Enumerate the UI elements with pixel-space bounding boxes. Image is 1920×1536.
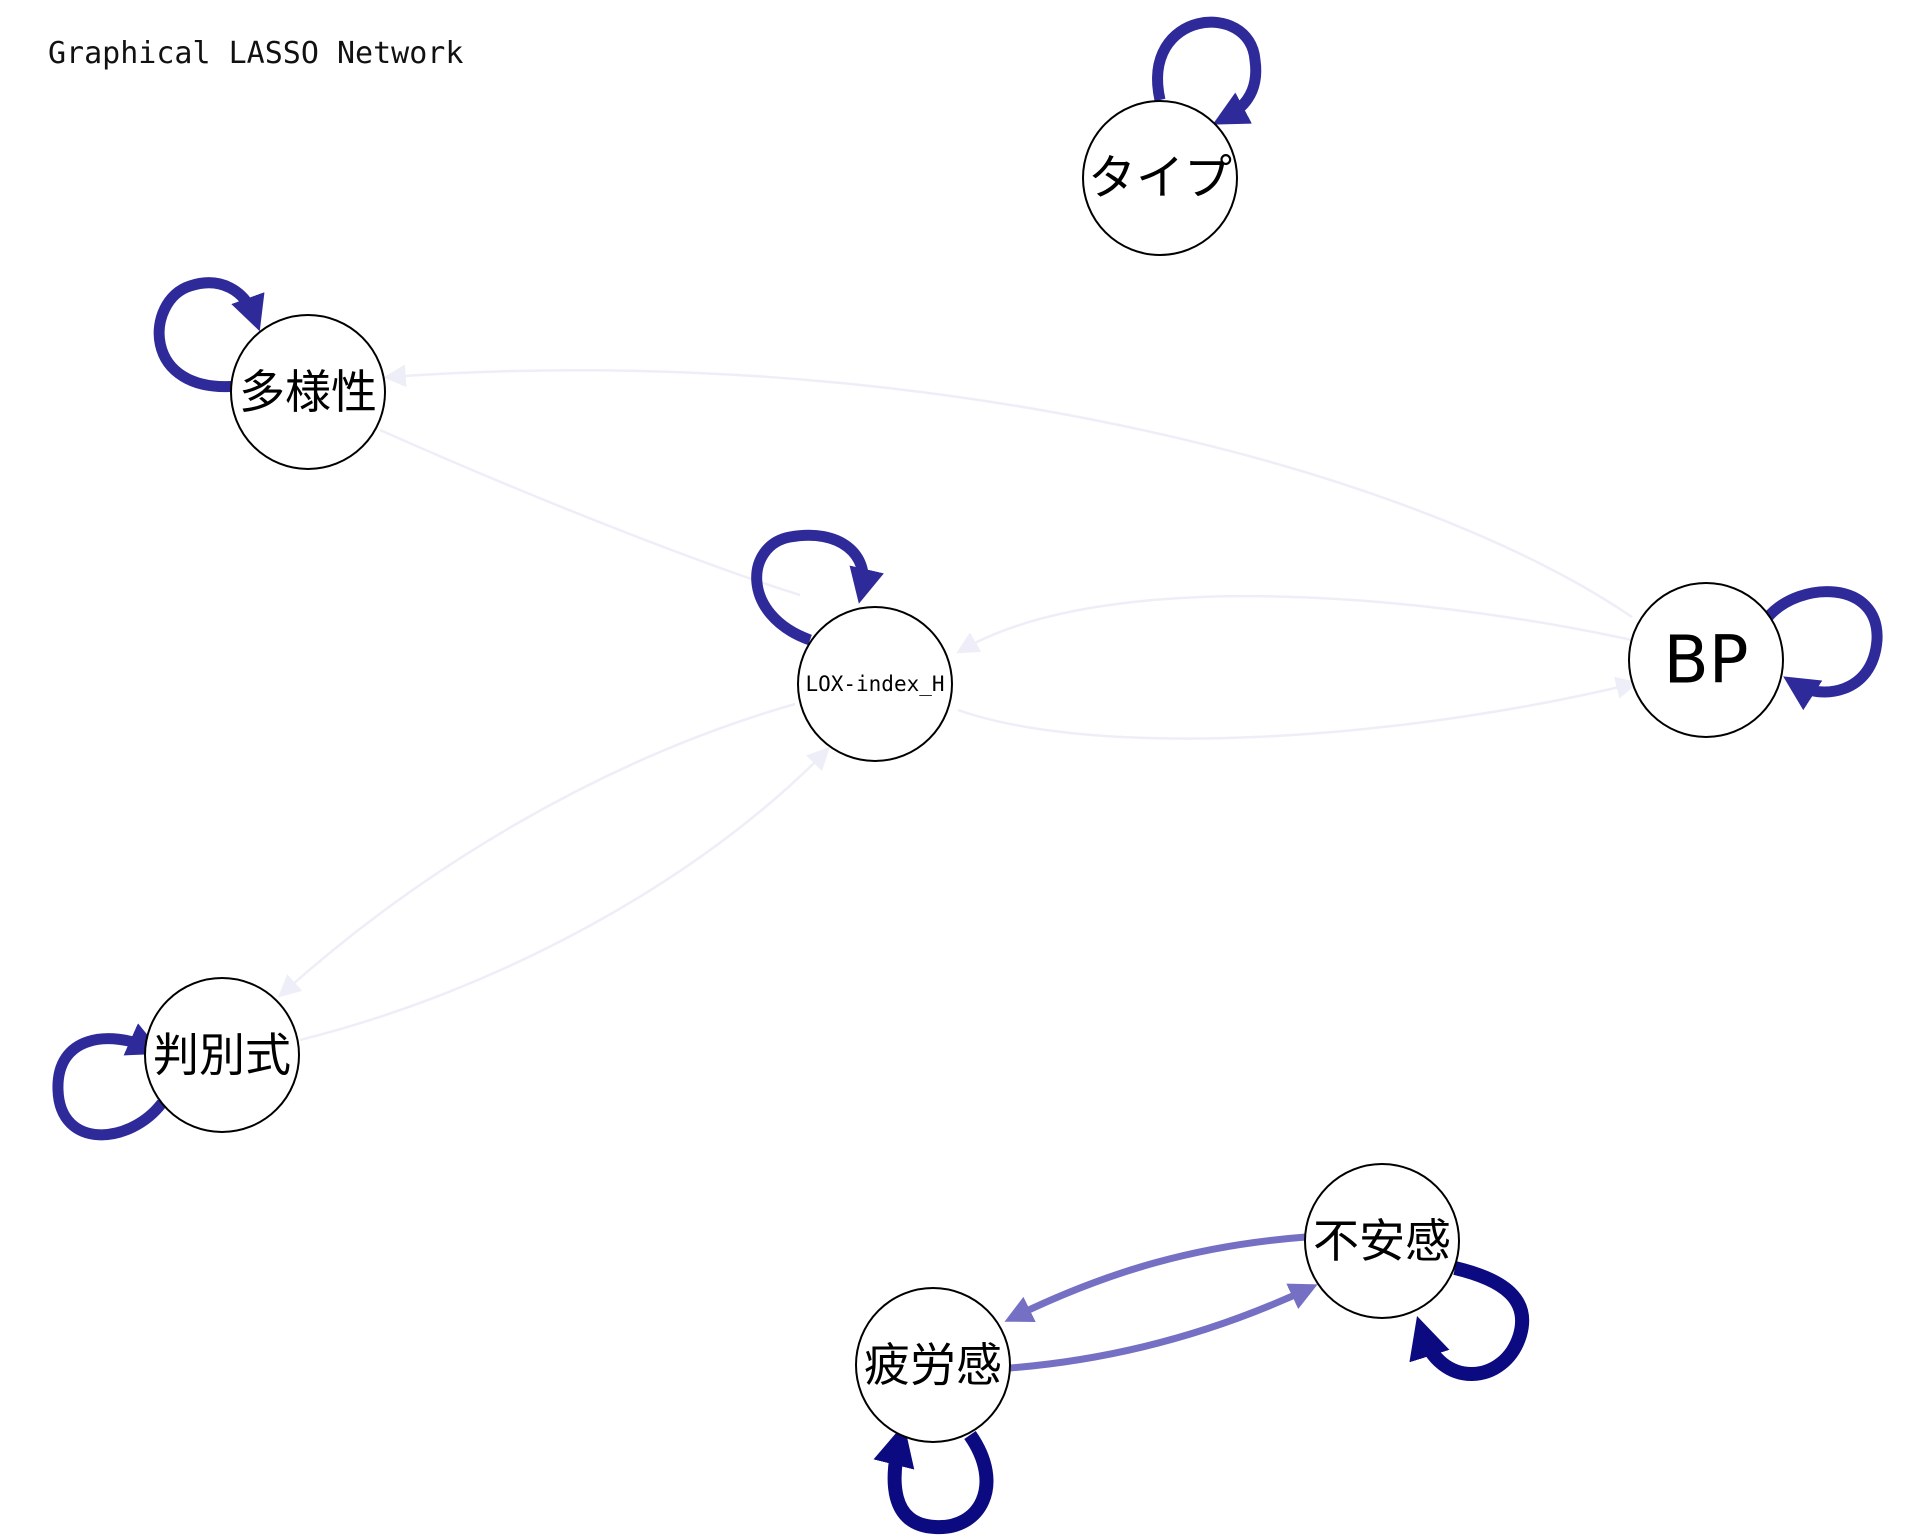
faint-edges xyxy=(277,364,1639,1042)
edge-hanbetsu-to-lox xyxy=(299,747,830,1042)
self-loop-hanbetsu xyxy=(52,1023,167,1141)
node-bp[interactable]: BP xyxy=(1628,582,1784,738)
node-circle xyxy=(797,606,953,762)
node-fuan[interactable]: 不安感 xyxy=(1304,1163,1460,1319)
self-loop-lox xyxy=(751,529,884,646)
diagram-title: Graphical LASSO Network xyxy=(48,36,463,71)
self-loop-hirou xyxy=(873,1423,994,1535)
node-circle xyxy=(855,1287,1011,1443)
self-loop-fuan xyxy=(1409,1261,1530,1381)
self-loop-type xyxy=(1152,16,1262,125)
node-label: 判別式 xyxy=(153,1028,291,1082)
node-circle xyxy=(1082,100,1238,256)
node-label: 多様性 xyxy=(239,365,377,419)
node-lox-index-h[interactable]: LOX-index_H xyxy=(797,606,953,762)
self-loop-tayousei xyxy=(153,277,265,393)
node-label: 不安感 xyxy=(1313,1214,1451,1268)
node-hanbetsu[interactable]: 判別式 xyxy=(144,977,300,1133)
edge-fuan-to-hirou xyxy=(1004,1233,1307,1322)
self-loops xyxy=(52,16,1883,1535)
node-label: BP xyxy=(1663,622,1748,699)
edge-hirou-to-fuan xyxy=(1009,1283,1318,1372)
node-label: LOX-index_H xyxy=(805,672,944,696)
medium-edges xyxy=(1004,1233,1318,1372)
node-label: 疲労感 xyxy=(864,1338,1002,1392)
edge-lox-to-bp xyxy=(957,676,1639,740)
node-circle xyxy=(1304,1163,1460,1319)
node-circle xyxy=(230,314,386,470)
edge-bp-to-tayousei xyxy=(383,364,1633,619)
node-label: タイプ xyxy=(1088,150,1232,206)
edge-lox-to-hanbetsu xyxy=(277,702,796,998)
node-tayousei[interactable]: 多様性 xyxy=(230,314,386,470)
self-loop-bp xyxy=(1763,586,1883,711)
node-circle xyxy=(1628,582,1784,738)
edge-bp-to-lox xyxy=(956,594,1633,654)
node-hirou[interactable]: 疲労感 xyxy=(855,1287,1011,1443)
node-type[interactable]: タイプ xyxy=(1082,100,1238,256)
node-circle xyxy=(144,977,300,1133)
edge-tayousei-to-lox xyxy=(379,428,801,597)
